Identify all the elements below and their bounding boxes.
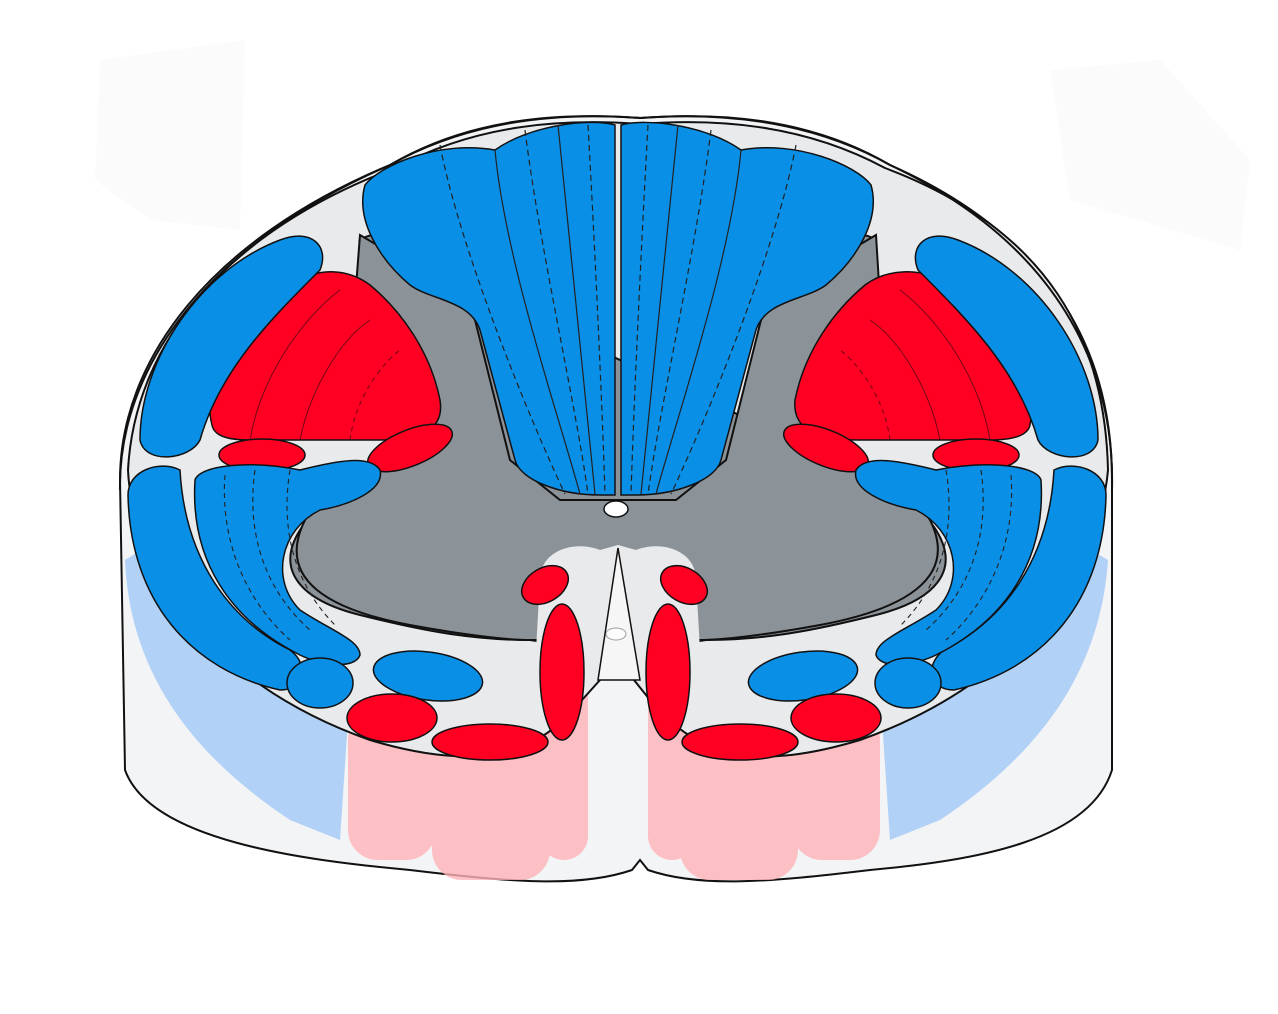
red-lamina-left-2	[299, 319, 371, 441]
dorsal-lamina-dash-2	[524, 129, 589, 495]
faded-red-column-5	[680, 740, 798, 880]
dorsal-lamina-solid-3	[655, 149, 742, 495]
dorsal-lamina-dash-4	[670, 144, 797, 495]
blue-oval-right-small	[874, 657, 942, 709]
red-lamina-right-1	[899, 289, 991, 441]
blue-oval-left-small	[286, 657, 354, 709]
blue-arc-left-outer-top	[139, 235, 324, 458]
fan-line-left-3	[286, 469, 336, 626]
faint-background-shapes	[95, 40, 1250, 250]
blue-arc-right-outer-top	[914, 235, 1099, 458]
dorsal-lamina-solid-4	[640, 124, 679, 495]
fan-line-right-1	[945, 474, 1013, 641]
red-lamina-right-2	[869, 319, 941, 441]
blue-fan-left	[193, 459, 382, 666]
red-ventral-left-mid	[431, 723, 549, 761]
median-fissure-line	[597, 547, 641, 681]
red-ventral-left-tall	[539, 603, 585, 741]
lateral-ascending-tracts	[127, 235, 1107, 709]
fan-line-left-1	[223, 474, 291, 641]
red-ventral-right-tall	[645, 603, 691, 741]
dorsal-lamina-solid-2	[557, 124, 596, 495]
red-ventral-right-mid	[681, 723, 799, 761]
blue-fan-right	[854, 459, 1043, 666]
dorsal-lamina-dash-5	[647, 129, 712, 495]
dorsal-lamina-dash-6	[630, 124, 649, 495]
dorsal-lamina-dash-1	[439, 144, 566, 495]
ventral-descending-tracts	[346, 564, 882, 761]
blue-oval-left-ventral	[372, 650, 484, 702]
red-lamina-left-3	[349, 349, 401, 441]
fan-line-left-2	[252, 469, 311, 631]
blue-fan-lamina-lines	[223, 469, 1013, 641]
faint-shape-right	[1050, 60, 1250, 250]
red-lamina-left-1	[249, 289, 341, 441]
red-ventral-left-outer	[346, 693, 438, 743]
faded-red-column-2	[432, 740, 550, 880]
dorsal-column-lamina-lines	[439, 124, 797, 495]
red-ventral-right-small	[659, 564, 709, 606]
central-canal-shadow	[605, 627, 627, 641]
red-ventral-right-outer	[790, 693, 882, 743]
dorsal-lamina-dash-3	[587, 124, 606, 495]
dorsal-columns	[362, 121, 874, 496]
fan-line-right-3	[900, 469, 950, 626]
central-canal	[603, 500, 629, 518]
dorsal-lamina-solid-1	[494, 149, 581, 495]
cord-outer-contour	[118, 115, 1114, 770]
faint-shape-left	[95, 40, 245, 230]
red-wedge-lamina-lines	[249, 289, 991, 441]
fan-line-right-2	[925, 469, 984, 631]
red-ventral-left-small	[520, 564, 570, 606]
red-lamina-right-3	[839, 349, 891, 441]
